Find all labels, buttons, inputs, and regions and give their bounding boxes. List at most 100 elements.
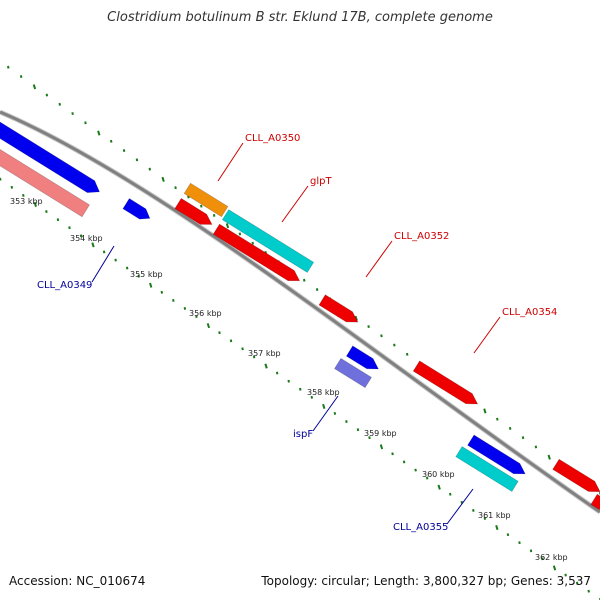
gene-label: CLL_A0352: [394, 231, 449, 242]
tick-label: 358 kbp: [307, 388, 340, 397]
inner-tick: [483, 517, 487, 520]
outer-tick: [148, 167, 152, 171]
outer-tick: [200, 204, 203, 208]
gene-red-e: [552, 458, 600, 492]
inner-tick: [56, 218, 60, 222]
gene-blue-c: [345, 345, 379, 370]
gene-label: CLL_A0349: [37, 280, 92, 291]
inner-tick: [160, 290, 164, 294]
gene-cyan-b: [455, 446, 519, 492]
inner-tick: [506, 533, 510, 537]
label-leader-line: [446, 488, 474, 525]
inner-tick: [172, 298, 175, 302]
tick-label: 357 kbp: [248, 349, 281, 358]
inner-tick: [183, 307, 187, 310]
inner-tick: [310, 395, 314, 399]
summary-text: Topology: circular; Length: 3,800,327 bp…: [261, 574, 591, 588]
outer-tick: [534, 445, 538, 449]
label-leader-line: [91, 245, 115, 283]
outer-tick: [161, 176, 165, 182]
accession-text: Accession: NC_010674: [9, 574, 146, 588]
inner-tick: [518, 541, 521, 545]
inner-tick: [287, 379, 290, 383]
outer-tick: [380, 334, 383, 338]
outer-tick: [496, 417, 499, 421]
outer-tick: [225, 223, 230, 229]
gene-red-c: [318, 294, 359, 323]
inner-tick: [529, 549, 533, 553]
gene-red-a: [174, 197, 213, 225]
tick-label: 360 kbp: [422, 470, 455, 479]
gene-red-f: [590, 493, 600, 510]
gene-label: CLL_A0350: [245, 133, 300, 144]
inner-tick: [79, 234, 83, 238]
gene-purple: [334, 357, 372, 389]
gene-blue-a: [0, 121, 100, 193]
inner-tick: [345, 420, 348, 424]
inner-tick: [45, 210, 48, 214]
gene-pink-a: [0, 149, 90, 218]
outer-tick: [109, 139, 113, 143]
inner-tick: [449, 492, 452, 496]
label-leader-line: [473, 316, 501, 354]
inner-tick: [356, 428, 360, 432]
inner-tick: [10, 185, 14, 189]
inner-tick: [552, 565, 557, 571]
inner-tick: [472, 508, 475, 512]
tick-label: 362 kbp: [535, 553, 568, 562]
outer-tick: [212, 213, 216, 217]
inner-tick: [229, 339, 233, 343]
gene-blue-b: [122, 198, 151, 220]
label-leader-line: [312, 395, 339, 432]
tick-label: 353 kbp: [10, 197, 43, 206]
inner-tick: [264, 363, 268, 369]
inner-tick: [541, 557, 544, 561]
inner-tick: [0, 177, 2, 181]
gene-cyan-a: [221, 209, 315, 273]
gene-label: CLL_A0354: [502, 307, 557, 318]
inner-tick: [137, 274, 140, 278]
gene-red-b: [212, 223, 301, 282]
outer-tick: [19, 75, 23, 78]
inner-tick: [68, 226, 71, 230]
outer-tick: [97, 130, 101, 136]
tick-label: 361 kbp: [478, 511, 511, 520]
map-title: Clostridium botulinum B str. Eklund 17B,…: [107, 10, 493, 25]
outer-tick: [58, 102, 61, 106]
outer-tick: [45, 93, 49, 97]
outer-tick: [521, 436, 525, 440]
backbone-line: [0, 110, 600, 514]
inner-tick: [322, 403, 326, 409]
outer-tick: [174, 186, 177, 190]
inner-tick: [125, 266, 129, 270]
inner-tick: [587, 589, 590, 593]
outer-tick: [71, 112, 74, 116]
inner-tick: [299, 387, 302, 391]
gene-label: CLL_A0355: [393, 522, 448, 533]
inner-tick: [368, 436, 371, 440]
outer-tick: [238, 232, 242, 236]
inner-tick: [149, 282, 153, 288]
outer-tick: [135, 158, 139, 162]
genes-layer: [0, 121, 600, 510]
inner-tick: [564, 573, 567, 577]
outer-tick: [547, 454, 551, 460]
outer-tick: [32, 84, 37, 90]
outer-tick: [251, 241, 255, 245]
tick-label: 356 kbp: [189, 309, 222, 318]
tick-label: 354 kbp: [70, 234, 103, 243]
gene-orange: [183, 182, 229, 218]
inner-tick: [402, 460, 406, 464]
inner-tick: [379, 444, 384, 450]
label-leader-line: [365, 240, 393, 278]
outer-tick: [122, 149, 126, 153]
gene-label: ispF: [293, 429, 313, 440]
inner-tick: [425, 476, 429, 480]
inner-tick: [333, 412, 337, 415]
outer-tick: [315, 288, 319, 291]
inner-tick: [206, 323, 211, 329]
gene-label: glpT: [310, 176, 332, 187]
inner-tick: [252, 355, 256, 359]
